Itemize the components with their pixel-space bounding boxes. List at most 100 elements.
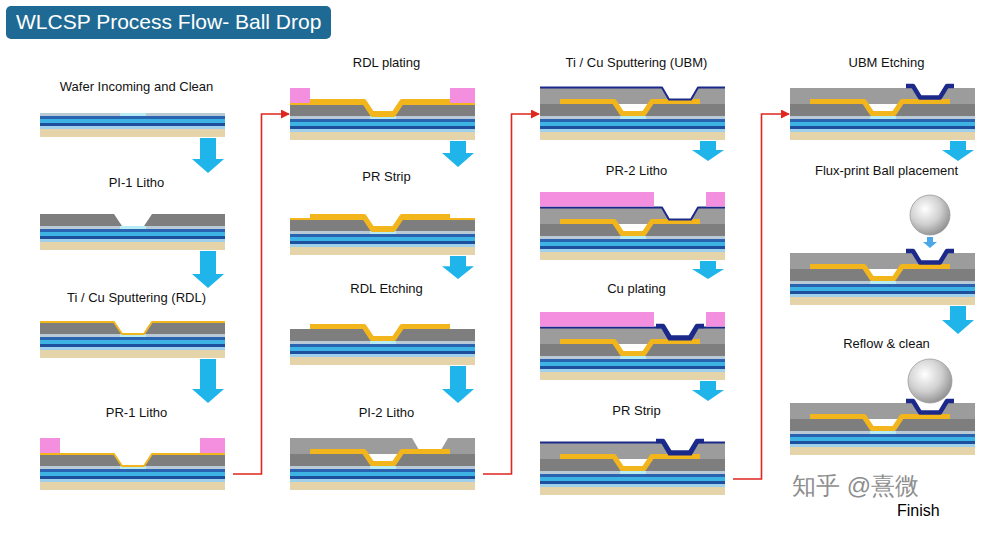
- cross-section: [540, 441, 725, 495]
- step-label: PR Strip: [290, 168, 483, 185]
- pi1-layer: [790, 419, 872, 431]
- process-step: PR Strip: [540, 402, 733, 495]
- wafer-layer: [540, 236, 725, 239]
- process-step: PI-1 Litho: [40, 174, 233, 250]
- process-step: PI-2 Litho: [290, 404, 483, 490]
- wafer-layer: [540, 116, 725, 119]
- step-label: Wafer Incoming and Clean: [40, 78, 233, 95]
- pi1-layer: [290, 454, 372, 466]
- wafer-layer: [290, 482, 475, 490]
- wafer-layer: [290, 247, 475, 255]
- photoresist: [450, 88, 475, 103]
- wafer-layer: [790, 441, 975, 444]
- wafer-layer: [790, 129, 975, 132]
- step-label: PR-2 Litho: [540, 162, 733, 179]
- cross-section: [540, 192, 725, 260]
- drop-arrow: [923, 237, 937, 248]
- pi1-layer: [894, 269, 975, 281]
- wafer-layer: [790, 297, 975, 305]
- pi1-layer: [290, 104, 372, 116]
- process-step: Flux-print Ball placement: [790, 162, 983, 305]
- pi1-layer: [290, 329, 372, 341]
- wafer-layer: [540, 481, 725, 484]
- wafer-layer: [540, 477, 725, 481]
- pi1-layer: [644, 104, 725, 116]
- wafer-layer: [790, 291, 975, 294]
- seed-layer: [40, 454, 225, 466]
- pi1-layer: [394, 329, 475, 341]
- step-label: UBM Etching: [790, 54, 983, 71]
- wafer-layer: [290, 237, 475, 241]
- flow-arrow: [692, 381, 724, 401]
- wafer-layer: [540, 369, 725, 372]
- cross-section: [40, 113, 225, 137]
- pi1-layer: [540, 459, 622, 471]
- wafer-layer: [290, 344, 475, 347]
- step-label: RDL Etching: [290, 280, 483, 297]
- flow-connector: [733, 114, 789, 479]
- solder-ball: [910, 195, 950, 235]
- wafer-layer: [40, 344, 225, 347]
- wafer-layer: [40, 472, 225, 476]
- wafer-layer: [540, 246, 725, 249]
- rdl-layer: [560, 222, 700, 234]
- pi1-layer: [394, 104, 475, 116]
- photoresist: [540, 192, 654, 207]
- bond-pad: [620, 471, 646, 474]
- wafer-layer: [790, 122, 975, 126]
- wafer-layer: [290, 132, 475, 140]
- wafer-layer: [290, 357, 475, 365]
- pi1-layer: [644, 224, 725, 236]
- step-label: Ti / Cu Sputtering (RDL): [40, 289, 233, 306]
- ubm-layer: [656, 326, 704, 338]
- wafer-layer: [40, 340, 225, 344]
- rdl-layer: [310, 452, 450, 464]
- flow-arrow: [942, 141, 974, 161]
- ubm-layer: [906, 86, 954, 98]
- bond-pad: [120, 226, 146, 229]
- step-label: RDL plating: [290, 54, 483, 71]
- wafer-layer: [40, 229, 225, 232]
- wafer-layer: [790, 437, 975, 441]
- cross-section: [40, 214, 225, 250]
- pi1-layer: [540, 104, 622, 116]
- process-step: RDL plating: [290, 54, 483, 140]
- wafer-layer: [540, 366, 725, 369]
- cross-section: [790, 195, 975, 305]
- bond-pad: [870, 431, 896, 434]
- ubm-seed: [540, 208, 725, 220]
- flow-arrow: [692, 141, 724, 161]
- bond-pad: [120, 113, 146, 116]
- flow-arrow: [192, 359, 224, 403]
- process-step: PR Strip: [290, 168, 483, 255]
- wafer-layer: [790, 284, 975, 287]
- step-label: Reflow & clean: [790, 335, 983, 352]
- process-step: PR-2 Litho: [540, 162, 733, 260]
- wafer-layer: [540, 249, 725, 252]
- wafer-layer: [790, 126, 975, 129]
- wafer-layer: [790, 287, 975, 291]
- wafer-layer: [290, 122, 475, 126]
- wafer-layer: [40, 119, 225, 123]
- wafer-layer: [40, 242, 225, 250]
- wafer-layer: [540, 126, 725, 129]
- photoresist: [40, 438, 60, 453]
- rdl-layer: [310, 217, 450, 229]
- bond-pad: [620, 356, 646, 359]
- wafer-layer: [290, 347, 475, 351]
- wafer-layer: [540, 119, 725, 122]
- wafer-layer: [540, 132, 725, 140]
- wafer-layer: [40, 347, 225, 350]
- wafer-layer: [790, 116, 975, 119]
- process-step: Reflow & clean: [790, 335, 983, 455]
- wafer-layer: [290, 479, 475, 482]
- photoresist: [200, 438, 225, 453]
- wafer-layer: [40, 236, 225, 239]
- cross-section: [790, 86, 975, 140]
- flow-arrow: [442, 256, 474, 279]
- flow-arrow: [192, 251, 224, 288]
- wafer-layer: [540, 474, 725, 477]
- wafer-layer: [540, 362, 725, 366]
- pi1-layer: [644, 344, 725, 356]
- process-step: Wafer Incoming and Clean: [40, 78, 233, 137]
